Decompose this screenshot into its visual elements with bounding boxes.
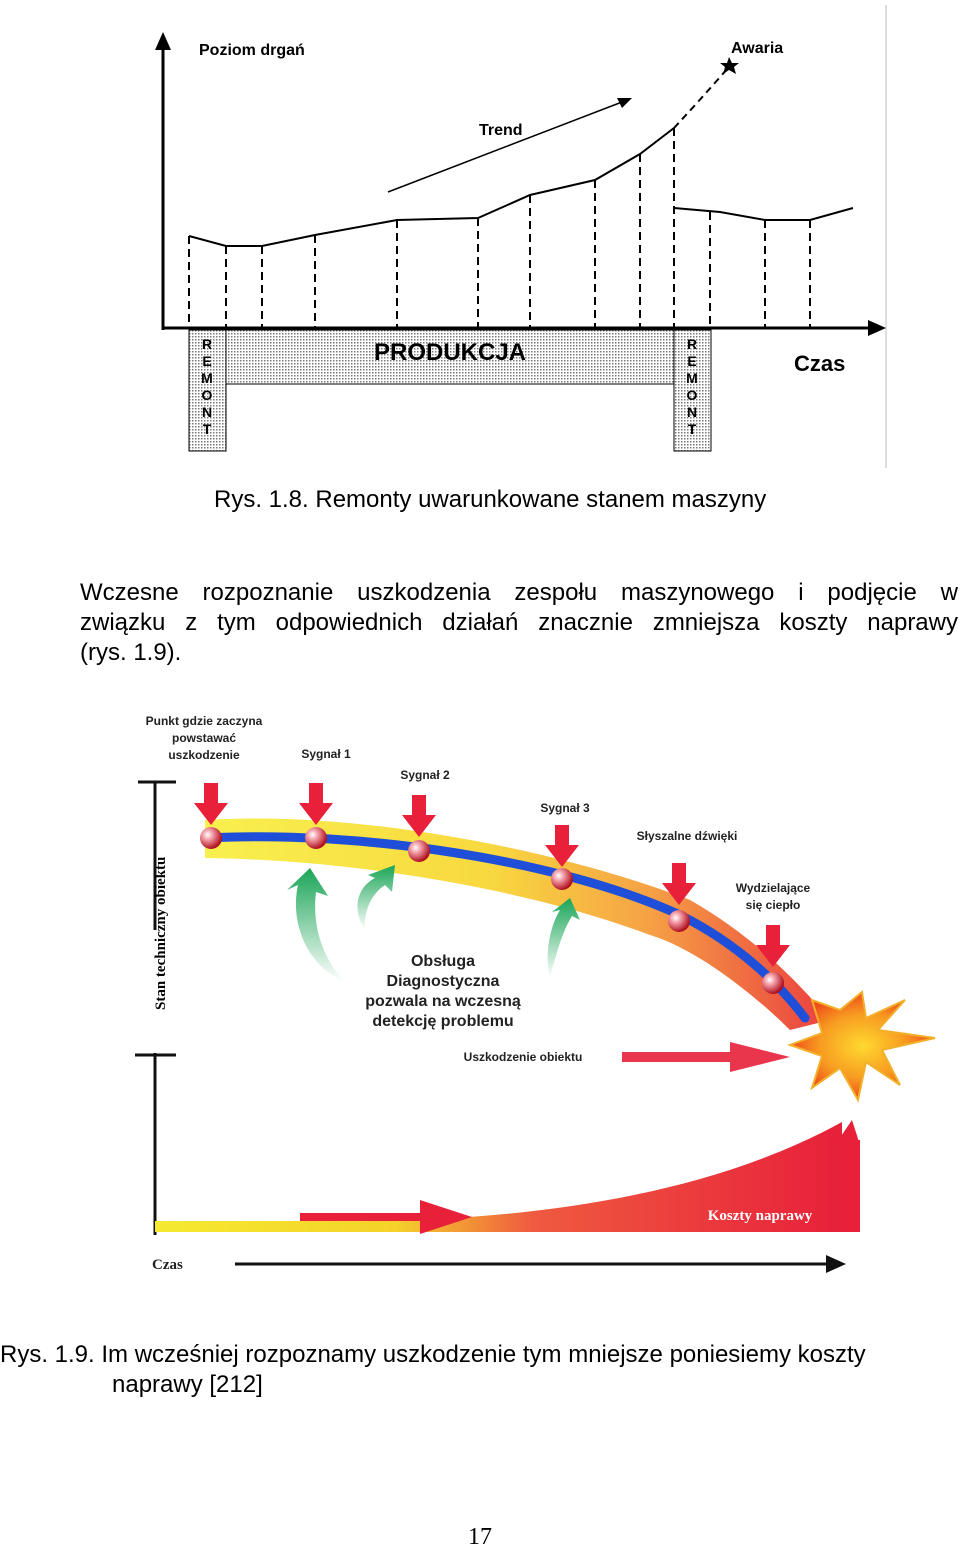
cost-direction-arrow-icon: [300, 1200, 472, 1234]
time-axis-arrowhead: [826, 1255, 846, 1273]
repair-letters-left: R E M O N T: [201, 336, 213, 437]
paragraph-line-2: związku z tym odpowiednich działań znacz…: [80, 609, 958, 636]
failure-label: Awaria: [731, 40, 783, 57]
svg-text:N: N: [687, 404, 697, 420]
figure-1-9-caption-line-1: Rys. 1.9. Im wcześniej rozpoznamy uszkod…: [0, 1341, 866, 1368]
maintenance-arrow-3-icon: [547, 898, 580, 978]
signal1-point: [305, 827, 327, 849]
signal3-label: Sygnał 3: [540, 801, 590, 815]
audible-point: [668, 910, 690, 932]
repair-box-left: [188, 329, 227, 452]
failure-explosion-icon: [787, 990, 936, 1103]
maintenance-label-3: pozwala na wczesną: [365, 993, 521, 1010]
heat-label-2: się ciepło: [746, 898, 801, 912]
svg-text:E: E: [202, 353, 211, 369]
repair-cost-bar: [840, 1140, 860, 1232]
signal2-point: [408, 840, 430, 862]
signal3-point: [551, 868, 573, 890]
vibration-level-line: [188, 127, 675, 247]
signal1-label: Sygnał 1: [301, 747, 351, 761]
signal3-arrow-icon: [545, 825, 579, 867]
damage-start-label-1: Punkt gdzie zaczyna: [146, 714, 263, 728]
repair-costs-label: Koszty naprawy: [708, 1208, 813, 1224]
repair-box-right: [673, 329, 712, 452]
maintenance-arrows: [287, 865, 580, 982]
figure-early-detection: Stan techniczny obiektu Punkt: [135, 714, 936, 1273]
maintenance-arrow-1-icon: [287, 868, 345, 982]
production-box: [225, 329, 675, 385]
y-axis-arrowhead: [155, 32, 171, 50]
heat-label-1: Wydzielające: [736, 881, 811, 895]
maintenance-arrow-2-icon: [357, 865, 395, 930]
measurement-lines: [188, 128, 811, 328]
signal1-arrow-icon: [299, 783, 333, 825]
svg-text:R: R: [687, 336, 697, 352]
svg-text:T: T: [203, 421, 212, 437]
failure-extrapolation: [673, 67, 729, 129]
damage-start-label-3: uszkodzenie: [168, 748, 240, 762]
svg-text:O: O: [202, 387, 213, 403]
audible-label: Słyszalne dźwięki: [637, 829, 738, 843]
paragraph-line-3: (rys. 1.9).: [80, 639, 182, 666]
trend-arrow: [387, 101, 623, 193]
repair-letters-right: R E M O N T: [686, 336, 698, 437]
signal2-arrow-icon: [402, 795, 436, 837]
svg-text:O: O: [687, 387, 698, 403]
figure-condition-based-maintenance: R E M O N T R E M O N T PRODUKCJA Czas: [155, 5, 887, 468]
production-label: PRODUKCJA: [374, 339, 526, 366]
damage-start-label-2: powstawać: [172, 731, 236, 745]
paragraph-line-1: Wczesne rozpoznanie uszkodzenia zespołu …: [80, 579, 958, 606]
svg-text:T: T: [688, 421, 697, 437]
figure-1-8-caption: Rys. 1.8. Remonty uwarunkowane stanem ma…: [214, 486, 767, 513]
x-axis-arrowhead: [868, 320, 886, 336]
maintenance-label-4: detekcję problemu: [372, 1013, 513, 1030]
failure-star-icon: [720, 57, 739, 74]
damage-start-arrow-icon: [194, 783, 228, 825]
svg-text:E: E: [687, 353, 696, 369]
trend-label: Trend: [479, 122, 523, 139]
signal2-label: Sygnał 2: [400, 768, 450, 782]
object-damage-label: Uszkodzenie obiektu: [464, 1050, 583, 1064]
heat-point: [762, 972, 784, 994]
maintenance-label-1: Obsługa: [411, 953, 475, 970]
trend-arrowhead: [617, 98, 632, 108]
page-number: 17: [468, 1524, 492, 1550]
svg-text:M: M: [686, 370, 698, 386]
vibration-level-label: Poziom drgań: [199, 42, 305, 59]
repair-cost-area: [155, 1122, 842, 1232]
repair-cost-arrowhead: [835, 1120, 860, 1145]
svg-text:R: R: [202, 336, 212, 352]
time-axis-label: Czas: [152, 1257, 183, 1273]
figure-1-9-caption-line-2: naprawy [212]: [112, 1371, 263, 1398]
svg-text:N: N: [202, 404, 212, 420]
y-axis-label: Stan techniczny obiektu: [153, 857, 169, 1010]
audible-arrow-icon: [662, 863, 696, 905]
svg-text:M: M: [201, 370, 213, 386]
maintenance-label-2: Diagnostyczna: [387, 973, 500, 990]
object-damage-arrow-icon: [622, 1042, 790, 1072]
signal-points: [200, 827, 784, 994]
heat-arrow-icon: [756, 925, 790, 967]
damage-start-point: [200, 827, 222, 849]
signal-arrows: [194, 783, 790, 967]
time-label: Czas: [794, 351, 845, 376]
vibration-level-after-repair: [673, 207, 854, 221]
